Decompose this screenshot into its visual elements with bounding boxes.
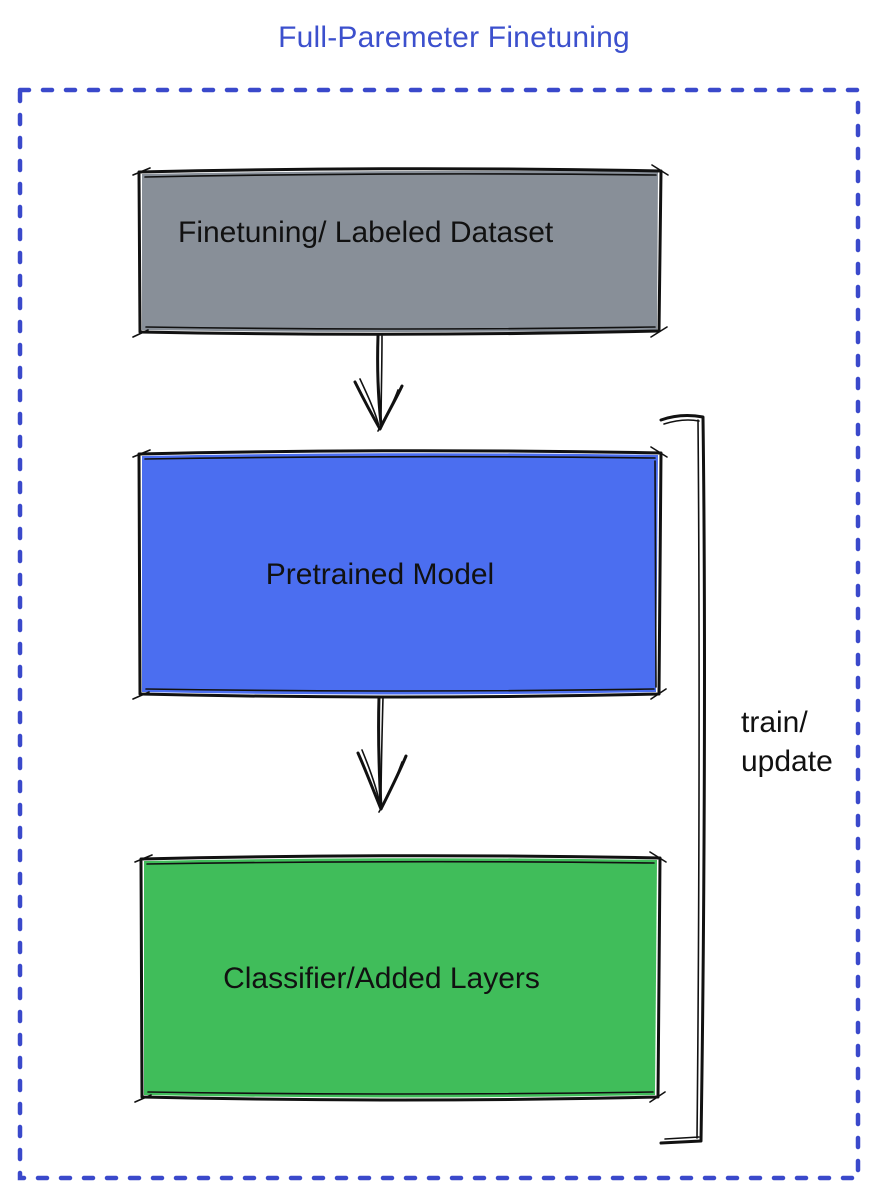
dataset-box-border — [137, 167, 663, 336]
dashed-container-border — [17, 87, 861, 1181]
pretrained-box-label: Pretrained Model — [265, 558, 495, 591]
dataset-box-border-second-pass — [132, 164, 669, 338]
dataset-box-fill — [142, 170, 658, 332]
classifier-box-fill — [144, 858, 657, 1098]
bracket-label: train/ update — [741, 703, 833, 781]
bracket-label-line2: update — [741, 745, 833, 778]
train-update-bracket — [659, 414, 706, 1145]
arrow-down-icon-2 — [356, 695, 408, 813]
pretrained-box-fill — [142, 453, 658, 695]
classifier-box-label: Classifier/Added Layers — [223, 962, 540, 995]
pretrained-box — [132, 446, 668, 700]
diagram-title: Full-Paremeter Finetuning — [278, 21, 630, 54]
pretrained-box-border-second-pass — [132, 446, 668, 700]
arrow-down-icon-1 — [353, 334, 404, 432]
dataset-box — [132, 164, 669, 338]
bracket-label-line1: train/ — [741, 706, 808, 739]
classifier-box — [134, 851, 667, 1103]
dataset-box-label: Finetuning/ Labeled Dataset — [178, 216, 554, 249]
classifier-box-border-second-pass — [134, 851, 667, 1103]
